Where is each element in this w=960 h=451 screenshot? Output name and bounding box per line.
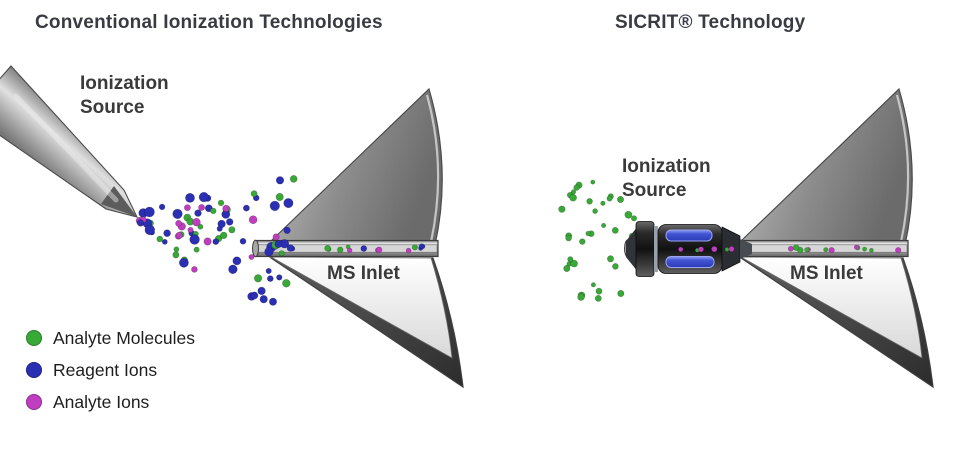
legend-item: Analyte Ions [26,386,195,418]
legend-label: Reagent Ions [53,359,158,380]
left-ms-inlet-label: MS Inlet [327,263,400,284]
left-panel-title: Conventional Ionization Technologies [35,12,383,33]
ionization-source-probe [0,65,139,218]
right-ionization-source-label: Ionization Source [622,156,711,201]
reagent-ions-dot-icon [26,362,42,378]
plasma-window-top [665,229,713,242]
ms-inlet-capillary-left [252,239,439,258]
analyte-molecules-dot-icon [26,330,42,346]
ms-inlet-cone-left [269,87,465,389]
ion-spray-cloud [135,175,298,306]
right-ms-inlet-label: MS Inlet [790,263,863,284]
analyte-molecules-cloud [558,179,642,302]
sicrit-ionization-source-device [626,221,752,277]
legend: Analyte Molecules Reagent Ions Analyte I… [26,322,195,418]
left-ionization-source-label: Ionization Source [80,73,169,118]
ms-inlet-cone-right [739,87,935,389]
analyte-ions-dot-icon [26,394,42,410]
legend-label: Analyte Molecules [53,327,196,348]
ions-in-capillary-right [677,244,902,254]
legend-item: Analyte Molecules [26,322,195,354]
legend-item: Reagent Ions [26,354,195,386]
legend-label: Analyte Ions [53,391,150,412]
plasma-window-bottom [665,256,715,268]
right-panel-title: SICRIT® Technology [615,12,806,33]
